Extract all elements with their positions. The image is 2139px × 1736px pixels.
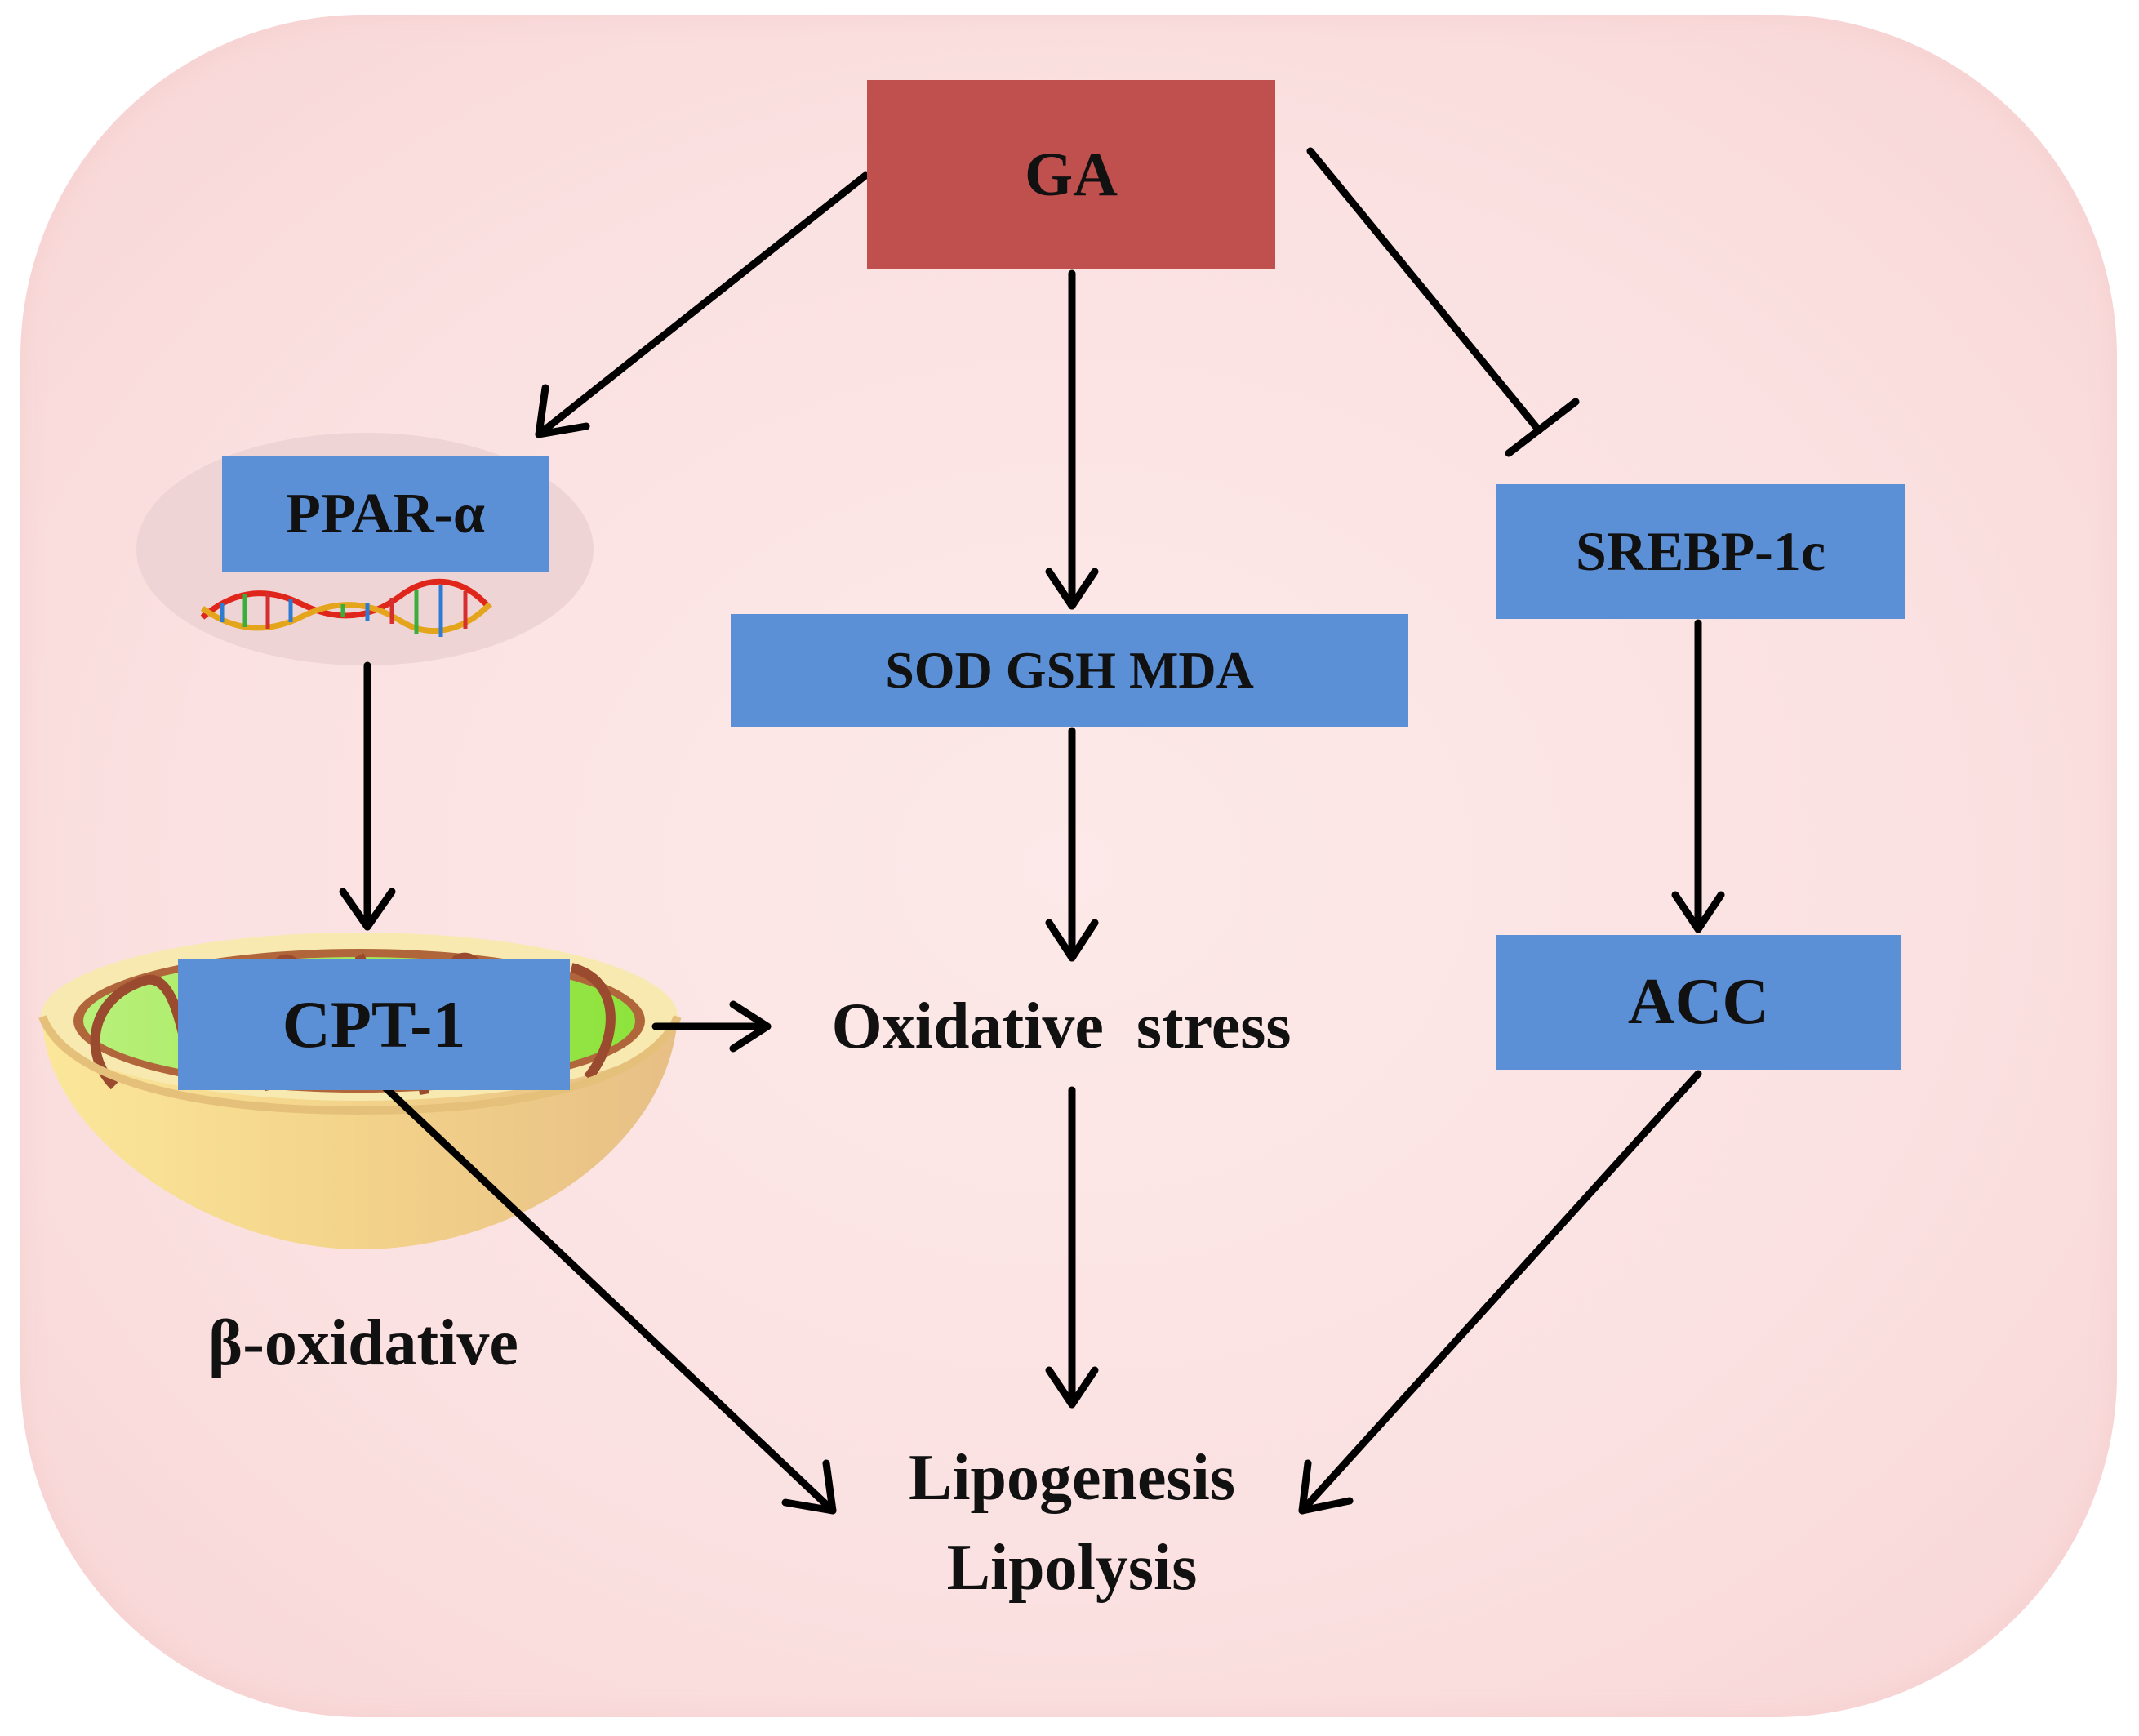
ga-node: GA <box>867 80 1275 269</box>
inhibition-bar-srebp <box>1505 398 1580 457</box>
ppar-alpha-label: PPAR-α <box>286 482 485 545</box>
dna-icon <box>200 578 492 637</box>
arrowhead-oxidative-to-lipogenesis <box>1045 1366 1099 1409</box>
cpt-1-node: CPT-1 <box>178 959 570 1090</box>
arrowhead-cpt-to-oxidative <box>729 1000 772 1053</box>
pathway-arrows <box>339 147 1725 1515</box>
arrow-cpt-to-lipogenesis <box>380 1082 837 1515</box>
arrowhead-cpt-to-lipogenesis <box>781 1459 837 1515</box>
arrow-ga-to-ppar <box>535 171 869 438</box>
arrowhead-ga-to-sod <box>1045 568 1099 610</box>
arrow-acc-to-lipogenesis <box>1298 1070 1702 1515</box>
cpt-1-label: CPT-1 <box>282 987 466 1062</box>
acc-label: ACC <box>1627 966 1770 1038</box>
beta-oxidative-label: β-oxidative <box>208 1307 518 1379</box>
arrowhead-sod-to-oxidative <box>1045 919 1099 962</box>
ppar-alpha-node: PPAR-α <box>222 456 549 572</box>
srebp-1c-node: SREBP-1c <box>1496 484 1905 619</box>
srebp-1c-label: SREBP-1c <box>1576 520 1825 582</box>
inhibition-ga-to-srebp <box>1306 147 1543 434</box>
sod-gsh-mda-label: SOD GSH MDA <box>885 641 1254 699</box>
arrowhead-ppar-to-cpt <box>339 888 396 931</box>
arrowhead-acc-to-lipogenesis <box>1298 1459 1354 1515</box>
acc-node: ACC <box>1496 935 1901 1070</box>
ga-label: GA <box>1025 140 1118 209</box>
arrowhead-srebp-to-acc <box>1671 891 1725 933</box>
lipogenesis-label: Lipogenesis <box>908 1442 1236 1514</box>
oxidative-stress-label: Oxidative stress <box>831 990 1292 1062</box>
arrowhead-ga-to-ppar <box>535 384 590 438</box>
lipolysis-label: Lipolysis <box>946 1532 1198 1604</box>
sod-gsh-mda-node: SOD GSH MDA <box>731 614 1408 727</box>
